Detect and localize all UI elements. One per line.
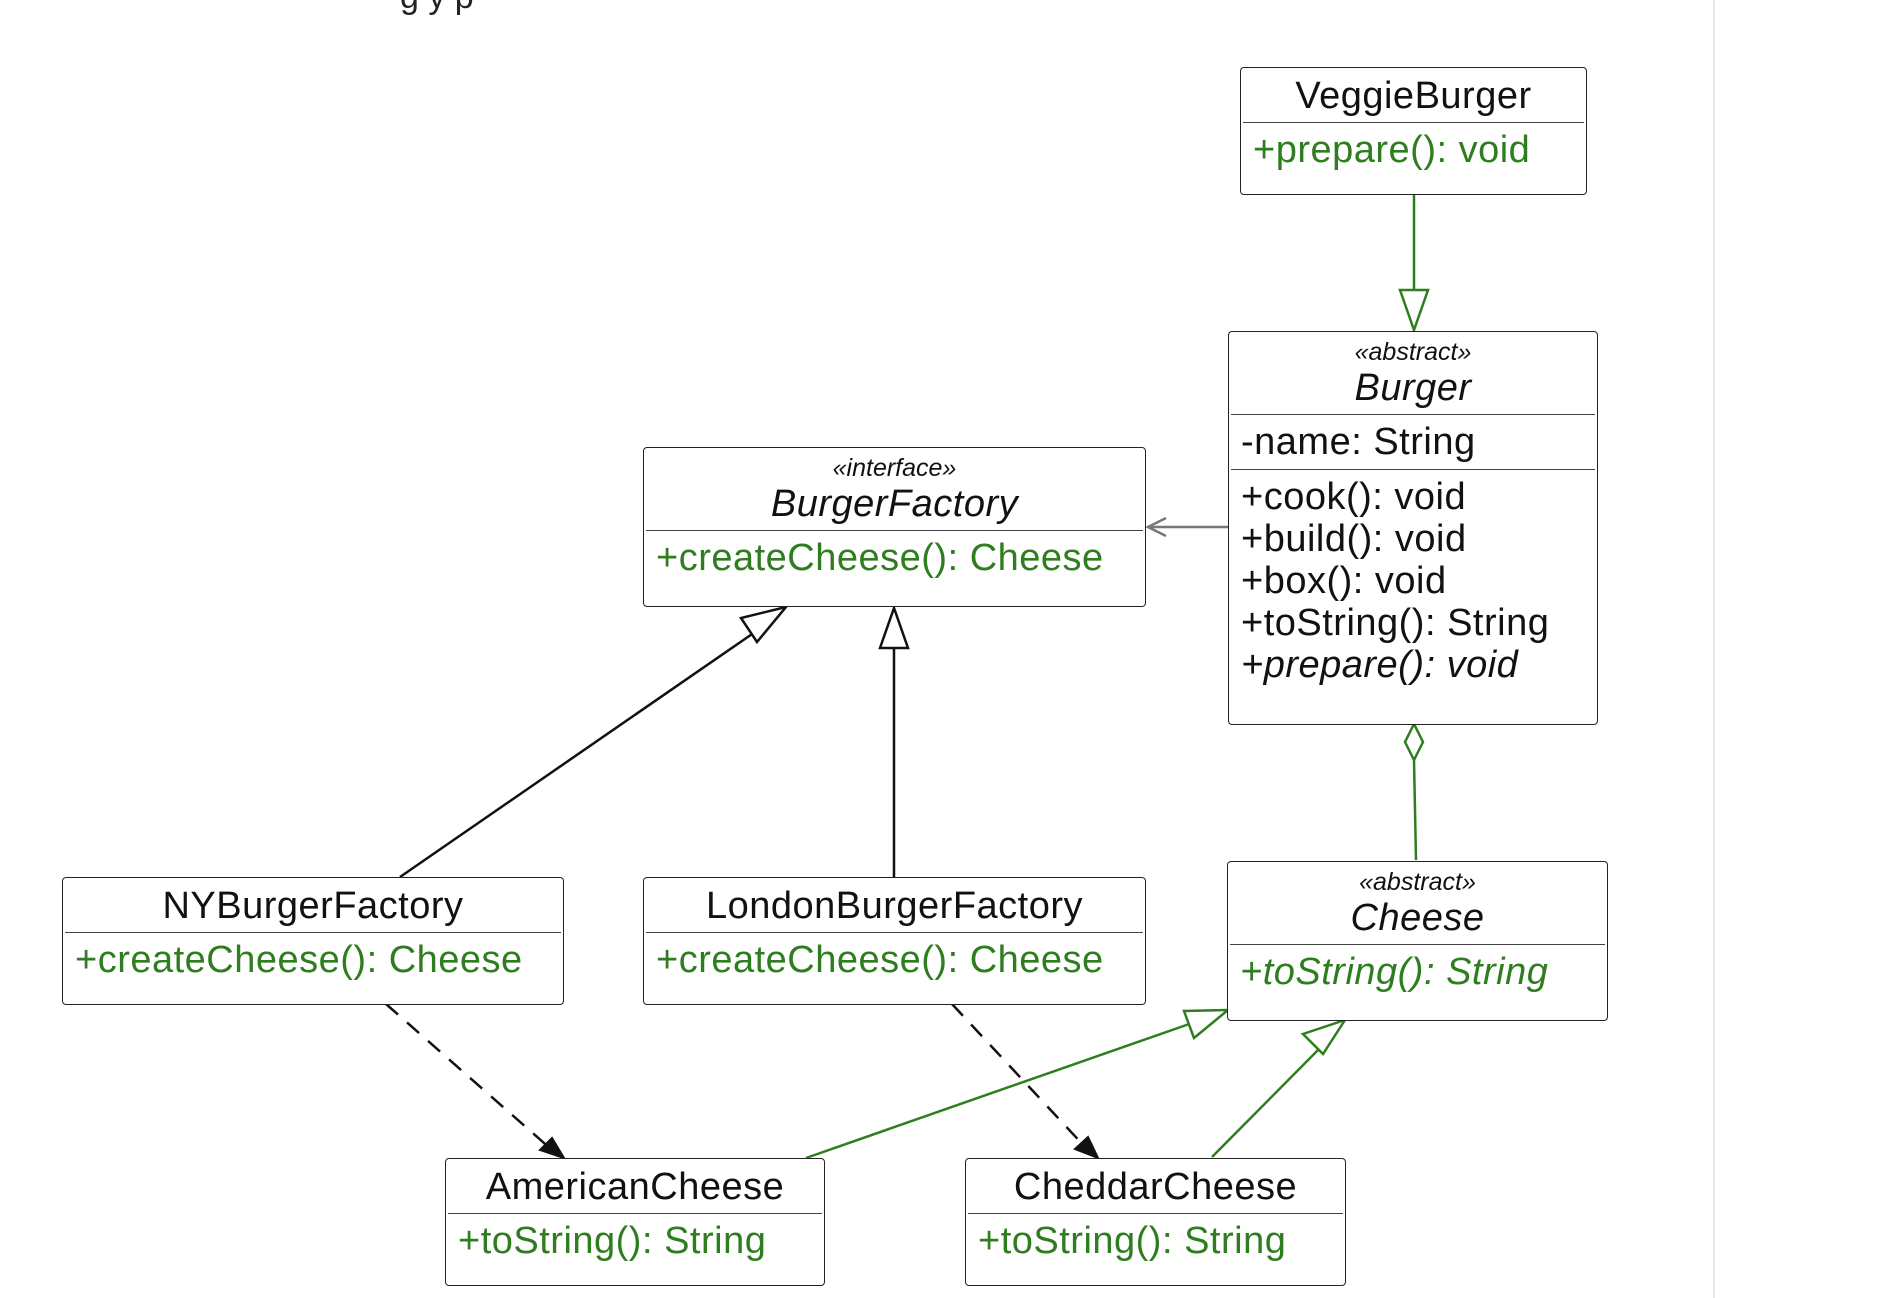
edge-burger-aggregates-cheese xyxy=(1403,721,1425,861)
attribute: -name: String xyxy=(1241,421,1476,463)
method: +createCheese(): Cheese xyxy=(75,939,523,981)
edge-cheddarcheese-extends-cheese xyxy=(1211,1017,1348,1158)
method: +toString(): String xyxy=(1241,602,1550,644)
edge-veggieburger-extends-burger xyxy=(1398,195,1430,334)
panel-divider xyxy=(1713,0,1715,1298)
class-name: Cheese xyxy=(1350,897,1485,939)
methods-section: +createCheese(): Cheese xyxy=(65,932,561,987)
stereotype: «abstract» xyxy=(1354,338,1472,366)
stereotype: «interface» xyxy=(832,454,957,482)
edge-nyburgerfactory-implements-burgerfactory xyxy=(399,604,790,879)
class-name: AmericanCheese xyxy=(485,1166,785,1208)
method: +toString(): String xyxy=(978,1220,1287,1262)
methods-section: +toString(): String xyxy=(968,1213,1343,1268)
method: +build(): void xyxy=(1241,518,1467,560)
class-londonburgerfactory[interactable]: LondonBurgerFactory +createCheese(): Che… xyxy=(643,877,1146,1005)
methods-section: +toString(): String xyxy=(1230,944,1605,999)
abstract-method: +prepare(): void xyxy=(1241,644,1519,686)
method: +toString(): String xyxy=(458,1220,767,1262)
edge-americancheese-extends-cheese xyxy=(805,1008,1232,1160)
method: +createCheese(): Cheese xyxy=(656,537,1104,579)
class-burger[interactable]: «abstract» Burger -name: String +cook():… xyxy=(1228,331,1598,725)
stereotype: «abstract» xyxy=(1359,868,1476,896)
class-burgerfactory[interactable]: «interface» BurgerFactory +createCheese(… xyxy=(643,447,1146,607)
class-name: CheddarCheese xyxy=(1013,1166,1298,1208)
class-name: BurgerFactory xyxy=(770,483,1019,525)
class-name: VeggieBurger xyxy=(1295,75,1532,117)
class-name: NYBurgerFactory xyxy=(162,885,464,927)
class-veggieburger[interactable]: VeggieBurger +prepare(): void xyxy=(1240,67,1587,195)
method: +prepare(): void xyxy=(1253,129,1531,171)
edge-burger-uses-burgerfactory xyxy=(1145,516,1228,538)
methods-section: +createCheese(): Cheese xyxy=(646,932,1143,987)
cropped-caption: g y p xyxy=(400,0,474,17)
method: +box(): void xyxy=(1241,560,1447,602)
method: +createCheese(): Cheese xyxy=(656,939,1104,981)
class-cheddarcheese[interactable]: CheddarCheese +toString(): String xyxy=(965,1158,1346,1286)
class-name: Burger xyxy=(1354,367,1472,409)
class-nyburgerfactory[interactable]: NYBurgerFactory +createCheese(): Cheese xyxy=(62,877,564,1005)
abstract-method: +toString(): String xyxy=(1240,951,1549,993)
class-name: LondonBurgerFactory xyxy=(705,885,1084,927)
attributes-section: -name: String xyxy=(1231,414,1595,469)
class-cheese[interactable]: «abstract» Cheese +toString(): String xyxy=(1227,861,1608,1021)
edge-londonburgerfactory-implements-burgerfactory xyxy=(878,604,910,877)
methods-section: +createCheese(): Cheese xyxy=(646,530,1143,585)
methods-section: +toString(): String xyxy=(448,1213,822,1268)
class-americancheese[interactable]: AmericanCheese +toString(): String xyxy=(445,1158,825,1286)
edge-londonburgerfactory-depends-cheddarcheese xyxy=(951,1003,1100,1160)
methods-section: +cook(): void +build(): void +box(): voi… xyxy=(1231,469,1595,692)
method: +cook(): void xyxy=(1241,476,1467,518)
edge-nyburgerfactory-depends-americancheese xyxy=(385,1003,567,1160)
methods-section: +prepare(): void xyxy=(1243,122,1584,177)
